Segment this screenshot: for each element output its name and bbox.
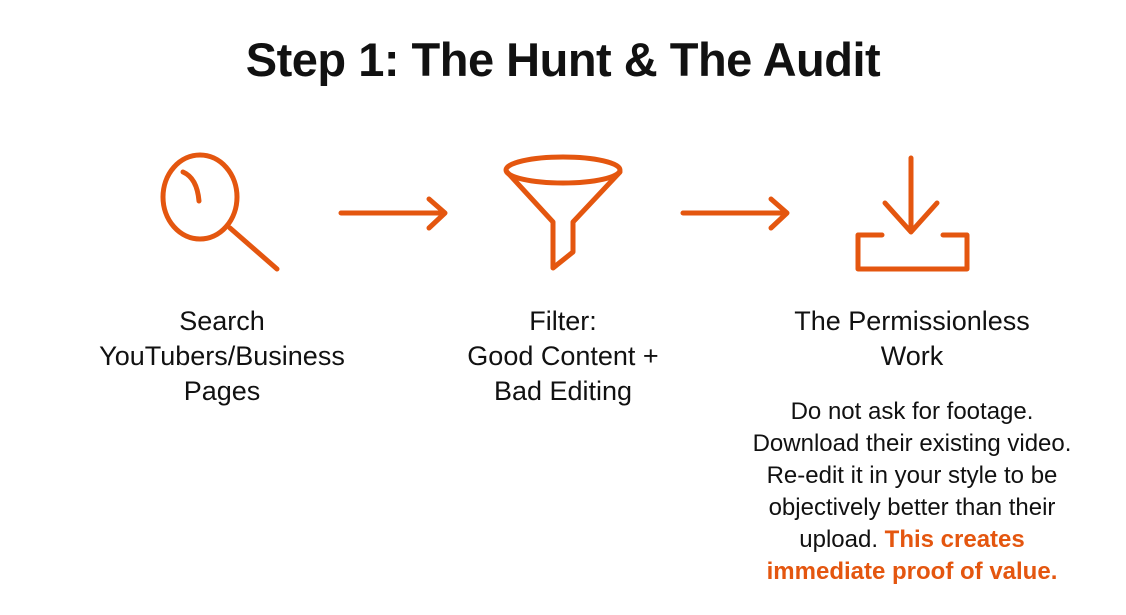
magnifier-icon: [160, 152, 280, 272]
label-line: Bad Editing: [493, 376, 633, 406]
step-description: Do not ask for footage. Download their e…: [712, 396, 1112, 588]
download-icon: [855, 155, 970, 272]
highlight-text: immediate proof of value.: [766, 558, 1058, 585]
desc-text: upload.: [799, 526, 878, 553]
step-label-work: The Permissionless Work: [742, 304, 1082, 374]
arrow-right-icon: [338, 196, 448, 231]
label-line: YouTubers/Business: [99, 341, 345, 371]
slide-title: Step 1: The Hunt & The Audit: [245, 33, 881, 86]
label-line: Filter:: [529, 306, 597, 336]
desc-line: Download their existing video.: [752, 430, 1072, 457]
funnel-icon: [503, 154, 623, 271]
desc-line: Re-edit it in your style to be: [766, 462, 1058, 489]
step-label-search: Search YouTubers/Business Pages: [52, 304, 392, 409]
desc-line: Do not ask for footage.: [790, 398, 1034, 425]
highlight-text: This creates: [884, 526, 1025, 553]
label-line: Work: [880, 341, 944, 371]
label-line: Pages: [183, 376, 261, 406]
arrow-right-icon: [680, 196, 790, 231]
label-line: Search: [179, 306, 265, 336]
desc-line: objectively better than their: [768, 494, 1056, 521]
label-line: Good Content +: [467, 341, 659, 371]
step-label-filter: Filter: Good Content + Bad Editing: [393, 304, 733, 409]
label-line: The Permissionless: [794, 306, 1030, 336]
desc-line: upload. This creates: [712, 524, 1112, 556]
